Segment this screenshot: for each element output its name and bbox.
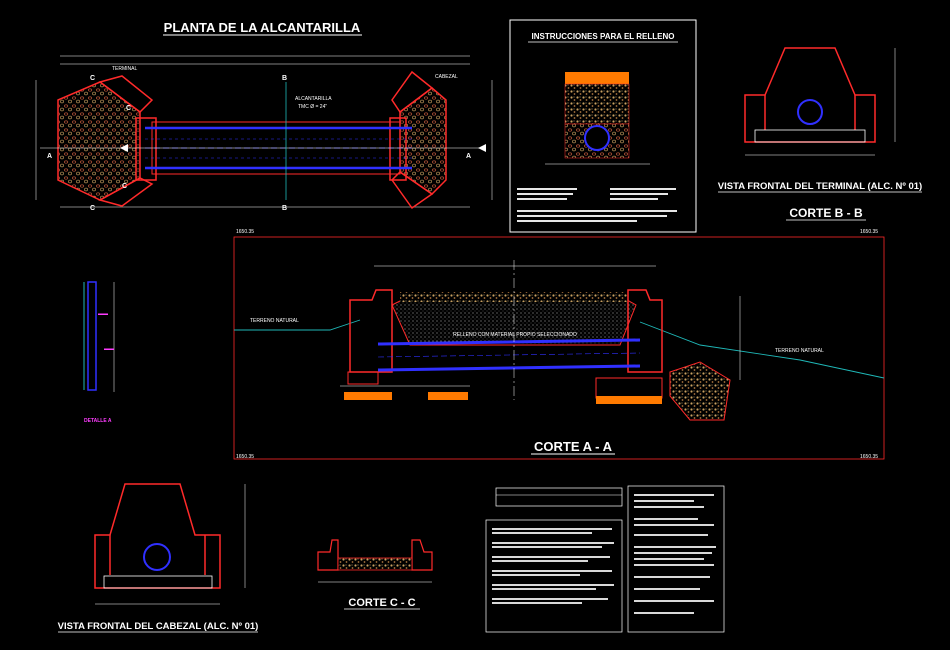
plan-cabezal-label: CABEZAL — [435, 74, 458, 80]
section-aa-right-apron — [596, 396, 662, 404]
notes-panel-2 — [627, 485, 725, 633]
section-aa-pipe-axis — [377, 352, 641, 358]
section-cc: CORTE C - C — [317, 539, 433, 610]
plan-mark-c-4: C — [122, 183, 127, 190]
section-aa-ground-right — [639, 321, 885, 379]
section-aa-fill-label: RELLENO CON MATERIAL PROPIO SELECCIONADO — [453, 332, 577, 338]
instructions-fill-layer — [564, 83, 630, 125]
fill-instructions: INSTRUCCIONES PARA EL RELLENO — [509, 19, 697, 233]
terminal-front-pipe — [797, 99, 823, 125]
side-detail-note-1: ▬▬ — [98, 311, 108, 317]
section-aa-left-headwall — [349, 289, 393, 373]
section-aa-frame — [233, 236, 885, 460]
plan-right-headwall — [389, 117, 407, 181]
section-aa-outlet-stone — [669, 361, 731, 421]
section-aa-ground-left-label: TERRENO NATURAL — [250, 318, 299, 324]
plan-flow-arrow-right-icon — [478, 144, 486, 152]
head-front-base — [103, 575, 213, 589]
section-aa: 1650.35 1650.35 1650.35 1650.35 TERRENO … — [233, 229, 885, 460]
terminal-front-view: VISTA FRONTAL DEL TERMINAL (ALC. Nº 01) … — [718, 47, 922, 221]
section-cc-left-wall — [317, 539, 339, 571]
section-aa-elev-tl: 1650.35 — [236, 229, 254, 235]
notes-text-lines — [492, 494, 716, 614]
plan-mark-b-bottom: B — [282, 205, 287, 212]
plan-mark-a-right: A — [466, 153, 471, 160]
side-detail: ▬▬ ▬▬ DETALLE A — [83, 281, 115, 424]
section-bb-title: CORTE B - B — [789, 206, 863, 220]
instructions-title: INSTRUCCIONES PARA EL RELLENO — [532, 32, 675, 41]
terminal-front-base — [754, 129, 866, 143]
plan-terminal-label: TERMINAL — [112, 66, 138, 72]
section-aa-left-apron — [344, 392, 392, 400]
section-aa-elev-br: 1650.35 — [860, 454, 878, 460]
plan-title: PLANTA DE LA ALCANTARILLA — [164, 20, 361, 35]
plan-view: PLANTA DE LA ALCANTARILLA ALCANTAR — [35, 20, 493, 212]
instructions-pipe-section — [584, 125, 610, 151]
plan-right-wing-fill — [399, 87, 447, 195]
notes-table-1 — [495, 487, 623, 507]
section-aa-title: CORTE A - A — [534, 439, 613, 454]
head-front-title: VISTA FRONTAL DEL CABEZAL (ALC. Nº 01) — [58, 621, 259, 632]
section-aa-left-footing — [347, 371, 379, 385]
head-front-outline — [94, 483, 221, 589]
plan-mark-a-left: A — [47, 153, 52, 160]
head-front-pipe — [143, 543, 171, 571]
notes-panel-1 — [485, 519, 623, 633]
plan-mark-b-top: B — [282, 75, 287, 82]
plan-left-wing-top — [98, 75, 154, 113]
section-aa-pipe-bottom — [377, 364, 641, 372]
plan-pipe-label-2: TMC Ø = 24" — [298, 104, 327, 110]
plan-flow-arrow-left-icon — [120, 144, 128, 152]
notes-block — [485, 485, 725, 633]
head-front-view: VISTA FRONTAL DEL CABEZAL (ALC. Nº 01) — [58, 483, 259, 633]
section-aa-ground-right-label: TERRENO NATURAL — [775, 348, 824, 354]
instructions-notes — [517, 188, 677, 222]
section-cc-bed — [337, 557, 413, 571]
plan-left-headwall — [135, 117, 157, 181]
plan-mark-c-2: C — [90, 205, 95, 212]
section-aa-left-apron-2 — [428, 392, 468, 400]
plan-pipe-label-1: ALCANTARILLA — [295, 96, 332, 102]
instructions-surface-layer — [565, 72, 629, 84]
plan-left-wing-bottom — [98, 177, 154, 207]
side-detail-wall — [87, 281, 97, 391]
section-aa-elev-tr: 1650.35 — [860, 229, 878, 235]
plan-mark-c-3: C — [126, 105, 131, 112]
side-detail-label: DETALLE A — [84, 418, 112, 424]
section-aa-elev-bl: 1650.35 — [236, 454, 254, 460]
plan-left-wing-fill — [57, 81, 141, 201]
plan-mark-c-1: C — [90, 75, 95, 82]
section-aa-pipe-top — [377, 338, 641, 346]
plan-right-wing-top — [391, 70, 434, 114]
section-cc-title: CORTE C - C — [348, 597, 415, 609]
instructions-frame — [509, 19, 697, 233]
terminal-front-title: VISTA FRONTAL DEL TERMINAL (ALC. Nº 01) — [718, 181, 922, 192]
section-aa-right-box — [595, 377, 663, 399]
side-detail-note-2: ▬▬ — [104, 346, 114, 352]
section-aa-right-headwall — [627, 289, 663, 373]
section-cc-right-wall — [411, 539, 433, 571]
